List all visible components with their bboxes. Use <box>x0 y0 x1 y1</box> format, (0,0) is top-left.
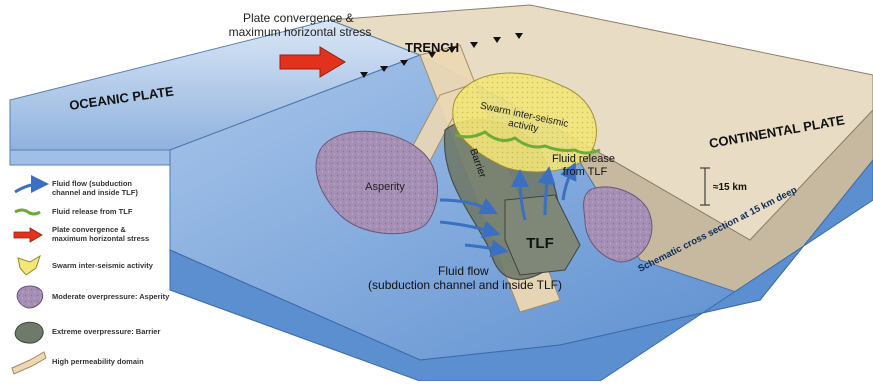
fluid-flow-arrow-icon <box>15 184 40 192</box>
legend-label: Fluid flow (subduction channel and insid… <box>52 179 138 197</box>
asperity-label: Asperity <box>365 181 405 193</box>
red-arrow-icon <box>14 228 42 242</box>
fluid-release-line-icon <box>15 210 40 214</box>
barrier-patch-icon <box>15 322 43 343</box>
legend-label: High permeability domain <box>52 357 144 366</box>
swarm-patch-icon <box>18 256 40 275</box>
plate-convergence-label: Plate convergence & maximum horizontal s… <box>229 11 372 39</box>
legend-label: Swarm inter-seismic activity <box>52 261 154 270</box>
legend: Fluid flow (subduction channel and insid… <box>12 179 170 374</box>
permeability-band-icon <box>12 352 46 374</box>
legend-label: Extreme overpressure: Barrier <box>52 327 160 336</box>
trench-label: TRENCH <box>405 40 459 55</box>
legend-label: Fluid release from TLF <box>52 207 133 216</box>
legend-label: Moderate overpressure: Asperity <box>52 292 170 301</box>
depth-label: ≈15 km <box>713 182 747 193</box>
asperity-patch-icon <box>17 286 43 308</box>
legend-label: Plate convergence & maximum horizontal s… <box>52 225 149 243</box>
tlf-label: TLF <box>526 235 554 252</box>
